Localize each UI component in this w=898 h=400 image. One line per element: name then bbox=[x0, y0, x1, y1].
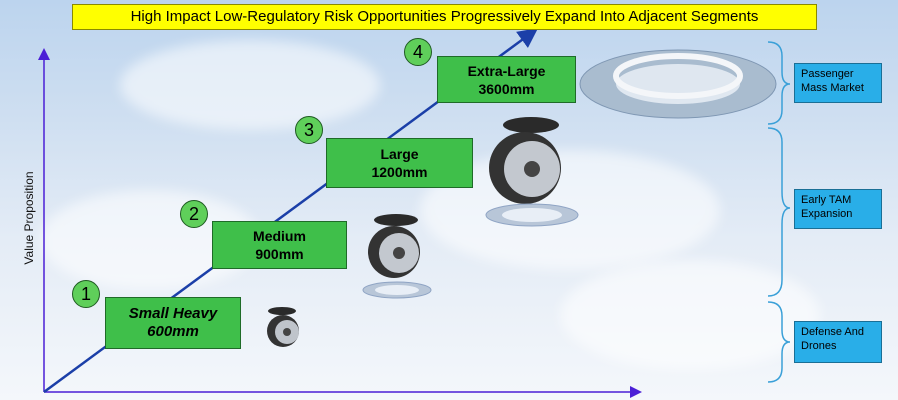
step-2-badge: 2 bbox=[180, 200, 208, 228]
step-1-badge: 1 bbox=[72, 280, 100, 308]
step-4-name: Extra-Large bbox=[467, 62, 546, 79]
ring-extra-large-icon bbox=[579, 49, 777, 119]
page-title: High Impact Low-Regulatory Risk Opportun… bbox=[72, 4, 817, 30]
fan-small-icon bbox=[267, 307, 299, 347]
step-3-badge: 3 bbox=[295, 116, 323, 144]
background-cloud bbox=[560, 260, 820, 370]
background-cloud bbox=[120, 40, 380, 130]
step-1-size: 600mm bbox=[147, 323, 199, 340]
step-4-badge: 4 bbox=[404, 38, 432, 66]
fan-medium-icon bbox=[362, 214, 432, 299]
segment-early-tam-expansion: Early TAM Expansion bbox=[794, 189, 882, 229]
y-axis-label: Value Proposition bbox=[22, 171, 36, 265]
fan-large-icon bbox=[485, 117, 579, 227]
step-3-size: 1200mm bbox=[371, 164, 428, 180]
step-2-name: Medium bbox=[253, 228, 306, 244]
step-1-name: Small Heavy bbox=[128, 305, 218, 322]
bracket-defense bbox=[767, 301, 791, 383]
bracket-early-tam bbox=[767, 127, 791, 297]
step-3-name: Large bbox=[380, 146, 419, 162]
segment-passenger-mass-market: Passenger Mass Market bbox=[794, 63, 882, 103]
step-1-box: Small Heavy 600mm bbox=[105, 297, 241, 349]
segment-defense-and-drones: Defense And Drones bbox=[794, 321, 882, 363]
step-4-size: 3600mm bbox=[478, 80, 535, 97]
step-4-box: Extra-Large 3600mm bbox=[437, 56, 576, 103]
step-2-box: Medium 900mm bbox=[212, 221, 347, 269]
step-3-box: Large 1200mm bbox=[326, 138, 473, 188]
bracket-passenger bbox=[767, 41, 791, 125]
step-2-size: 900mm bbox=[255, 246, 304, 262]
